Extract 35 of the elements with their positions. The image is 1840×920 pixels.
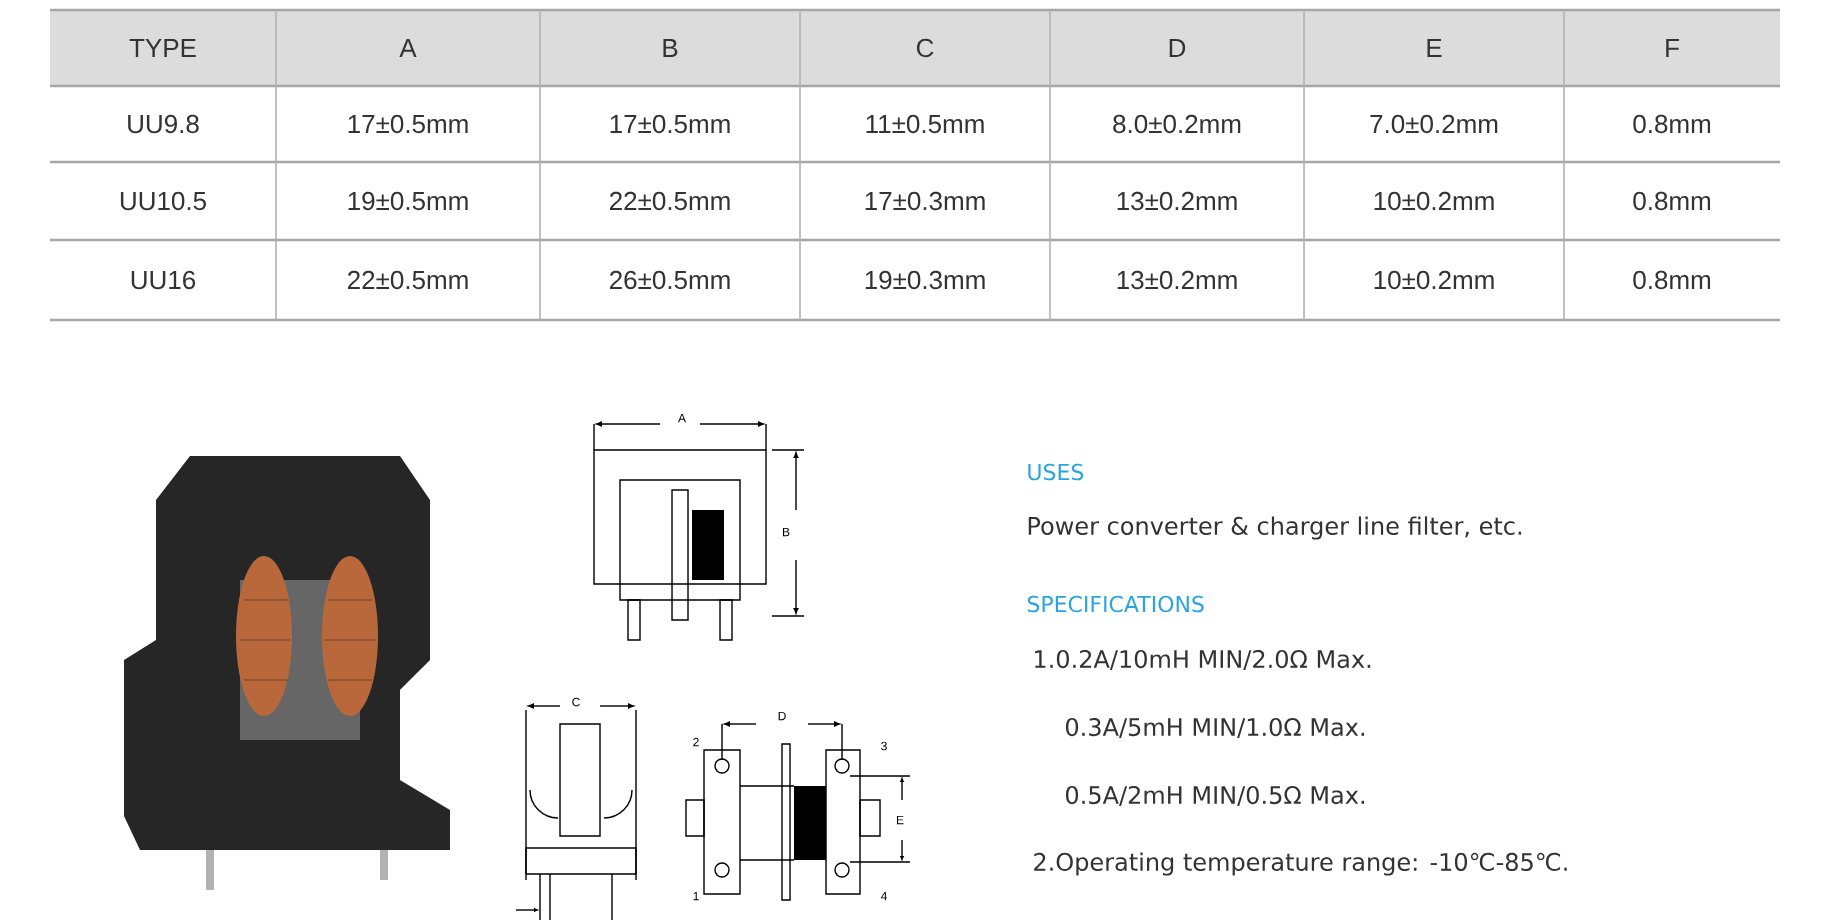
column-header: D [1169,39,1186,57]
column-header: E [1427,39,1442,57]
dimension-value: 17±0.3mm [865,191,985,211]
column-header: B [663,39,678,57]
dimension-value: 17±0.5mm [610,114,730,134]
column-header: TYPE [129,39,196,57]
dimension-value: 19±0.3mm [865,270,985,290]
section-heading: SPECIFICATIONS [1027,595,1204,613]
dimension-value: 22±0.5mm [348,270,468,290]
dimension-value: 26±0.5mm [610,270,730,290]
column-header: C [916,38,934,58]
dimension-value: 11±0.5mm [866,114,984,134]
dimension-value: 19±0.5mm [348,191,468,211]
dimension-value: 13±0.2mm [1117,270,1237,290]
dimension-value: 7.0±0.2mm [1370,114,1498,134]
column-header: A [399,39,417,57]
dimension-value: 8.0±0.2mm [1113,114,1241,134]
dimension-value: 13±0.2mm [1117,191,1237,211]
type-name: UU10.5 [120,191,206,211]
dimension-value: 22±0.5mm [610,191,730,211]
description-text: Power converter & charger line filter, etc. [1028,516,1522,540]
dimension-value: 10±0.2mm [1374,270,1494,290]
type-name: UU16 [131,270,196,290]
specification-text: 1.0.2A/10mH MIN/2.0Ω Max. [1035,650,1371,671]
column-header: F [1666,39,1679,57]
section-heading: USES [1028,463,1084,481]
dimension-value: 17±0.5mm [348,114,468,134]
dimension-value: 0.8mm [1633,191,1711,211]
type-name: UU9.8 [128,114,199,134]
dimension-value: 10±0.2mm [1374,191,1494,211]
dimension-value: 0.8mm [1633,270,1711,290]
specification-text: 2.Operating temperature range: -10℃-85℃. [1034,852,1567,876]
specification-text: 0.3A/5mH MIN/1.0Ω Max. [1066,718,1364,739]
specification-text: 0.5A/2mH MIN/0.5Ω Max. [1066,786,1364,807]
dimension-value: 0.8mm [1633,114,1711,134]
